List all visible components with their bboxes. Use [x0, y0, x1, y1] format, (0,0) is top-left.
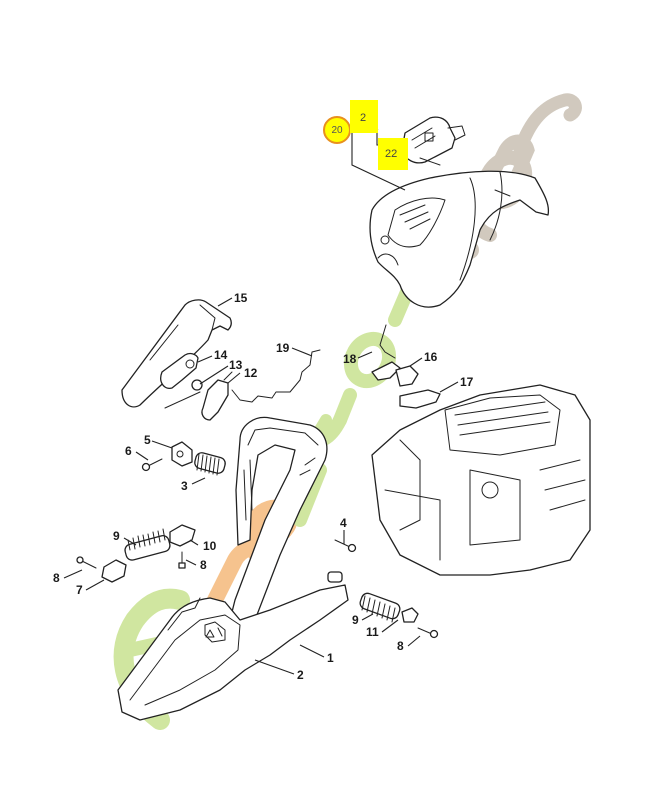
- part-9-spring-right: [359, 592, 401, 623]
- part-8-screw-left: [76, 556, 97, 569]
- part-13-ring: [191, 379, 203, 391]
- part-14-lever: [160, 352, 199, 389]
- part-8-screw-right: [417, 627, 439, 639]
- reference-circle[interactable]: 20: [323, 116, 351, 144]
- part-6-screw: [141, 458, 163, 472]
- callout-19[interactable]: 19: [276, 341, 290, 355]
- callout-9-right[interactable]: 9: [352, 613, 359, 627]
- callout-12[interactable]: 12: [244, 366, 258, 380]
- part-3-spring: [194, 452, 226, 476]
- callout-7[interactable]: 7: [76, 583, 83, 597]
- callout-13[interactable]: 13: [229, 358, 243, 372]
- part-2-rear-handle: [117, 571, 349, 721]
- part-1-handlebar: [224, 416, 328, 641]
- part-10-bushing: [169, 524, 196, 547]
- callout-9-left[interactable]: 9: [113, 529, 120, 543]
- part-5-bushing: [171, 441, 193, 467]
- part-11-bushing: [401, 607, 419, 623]
- highlight-box-22: [378, 138, 408, 170]
- highlight-label-22[interactable]: 22: [385, 148, 398, 160]
- callout-18[interactable]: 18: [343, 352, 357, 366]
- shroud-cover: [369, 170, 550, 308]
- part-19-rod: [231, 349, 321, 403]
- callout-1[interactable]: 1: [327, 651, 334, 665]
- part-18-rod: [379, 324, 396, 359]
- part-4-screw: [334, 539, 357, 553]
- highlight-box-2: [350, 100, 378, 133]
- callout-10[interactable]: 10: [203, 539, 217, 553]
- engine-housing: [371, 384, 591, 576]
- part-8-screw-mid: [178, 551, 186, 569]
- highlight-label-2[interactable]: 2: [360, 112, 367, 124]
- part-16-switch: [371, 361, 419, 387]
- part-15-handle-grip: [121, 299, 232, 408]
- callout-3[interactable]: 3: [181, 479, 188, 493]
- callout-17[interactable]: 17: [460, 375, 474, 389]
- part-12-trigger: [164, 371, 233, 421]
- callout-8-left[interactable]: 8: [53, 571, 60, 585]
- callout-leaders: [63, 297, 459, 675]
- part-9-spring-left: [124, 528, 171, 561]
- callout-16[interactable]: 16: [424, 350, 438, 364]
- callout-15[interactable]: 15: [234, 291, 248, 305]
- callout-8-mid[interactable]: 8: [200, 558, 207, 572]
- callout-6[interactable]: 6: [125, 444, 132, 458]
- part-7-bushing: [101, 559, 127, 583]
- callout-14[interactable]: 14: [214, 348, 228, 362]
- part-17-contact: [399, 389, 441, 409]
- callout-4[interactable]: 4: [340, 516, 347, 530]
- callout-8-right[interactable]: 8: [397, 639, 404, 653]
- callout-2[interactable]: 2: [297, 668, 304, 682]
- callout-11[interactable]: 11: [366, 625, 379, 639]
- callout-5[interactable]: 5: [144, 433, 151, 447]
- shroud-button: [401, 116, 466, 166]
